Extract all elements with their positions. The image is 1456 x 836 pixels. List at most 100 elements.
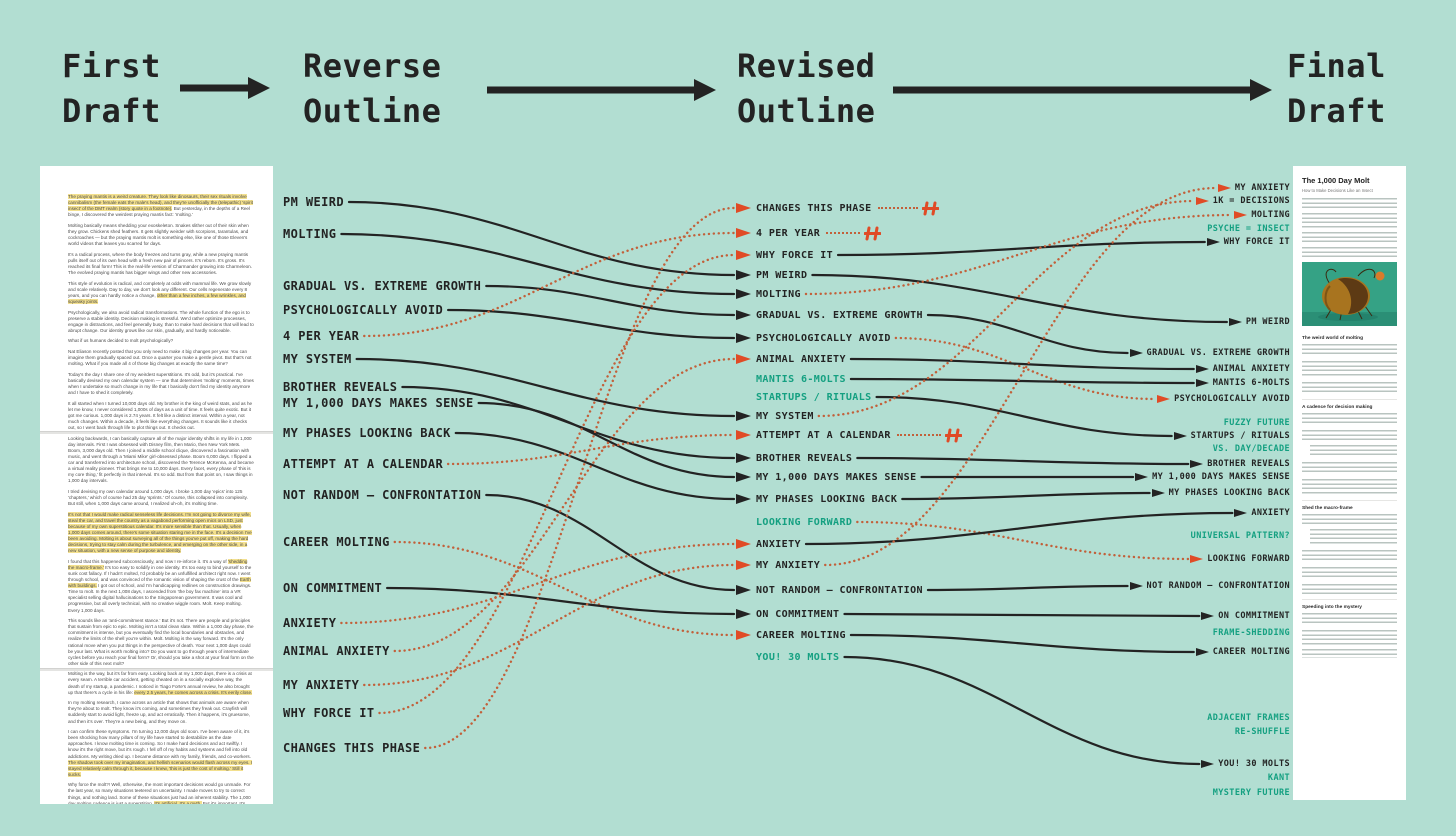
kept-arrowhead-icon xyxy=(736,494,751,504)
outline-item-f-re: RE-SHUFFLE xyxy=(1235,724,1290,740)
connector-path xyxy=(856,456,1190,466)
draft-paragraph: Molting basically means shedding your ex… xyxy=(68,223,254,247)
outline-item-r-pm: PM WEIRD xyxy=(283,194,344,210)
kept-arrowhead-icon xyxy=(736,472,751,482)
outline-item-f-molt: MOLTING xyxy=(1234,207,1290,223)
outline-item-label: ON COMMITMENT xyxy=(283,581,383,595)
outline-item-f-why: WHY FORCE IT xyxy=(1206,234,1290,250)
connector-path xyxy=(926,313,1129,355)
draft-paragraph: This sounds like an 'anti-commitment sta… xyxy=(68,618,254,667)
outline-item-label: GRADUAL VS. EXTREME GROWTH xyxy=(756,309,923,321)
connector-path xyxy=(901,491,1151,501)
moved-arrowhead-icon xyxy=(736,250,751,260)
outline-item-label: BROTHER REVEALS xyxy=(1207,459,1290,469)
paragraph-text: Today's the day I share one of my weirde… xyxy=(68,371,254,396)
outline-item-label: PM WEIRD xyxy=(283,195,344,209)
page-break-divider xyxy=(40,431,273,434)
kept-arrowhead-icon xyxy=(1190,460,1204,468)
outline-item-r-sys: MY SYSTEM xyxy=(283,351,352,367)
outline-item-label: ADJACENT FRAMES xyxy=(1207,713,1290,723)
outline-item-label: MY SYSTEM xyxy=(756,410,814,422)
kept-arrowhead-icon xyxy=(736,333,751,343)
highlighted-text: It's not that I would make radical sense… xyxy=(68,511,252,554)
cut-mark-icon xyxy=(921,201,939,215)
outline-item-label: BROTHER REVEALS xyxy=(756,452,853,464)
moved-arrowhead-icon xyxy=(736,630,751,640)
paragraph-text: Looking backwards, I can basically captu… xyxy=(68,435,254,484)
outline-item-f-nr: NOT RANDOM — CONFRONTATION xyxy=(1129,578,1290,594)
text-line-placeholder xyxy=(1302,479,1397,496)
outline-item-f-psyche: PSYCHE = INSECT xyxy=(1207,221,1290,237)
outline-item-f-vs: VS. DAY/DECADE xyxy=(1213,441,1290,457)
connector-path xyxy=(447,308,736,340)
moved-arrowhead-icon xyxy=(736,354,751,364)
paragraph-text: I found that this happened subconsciousl… xyxy=(68,558,228,564)
outline-item-label: PSYCHOLOGICALLY AVOID xyxy=(1174,394,1290,404)
kept-arrowhead-icon xyxy=(1234,509,1248,517)
outline-item-label: 4 PER YEAR xyxy=(756,227,821,239)
text-line-placeholder xyxy=(1302,649,1397,658)
outline-item-label: MY PHASES LOOKING BACK xyxy=(756,493,898,505)
kept-arrowhead-icon xyxy=(736,411,751,421)
outline-item-f-1k: MY 1,000 DAYS MAKES SENSE xyxy=(1135,469,1290,485)
outline-item-label: MY ANXIETY xyxy=(283,678,360,692)
moved-arrowhead-icon xyxy=(1234,211,1248,219)
connector-path xyxy=(817,199,1195,418)
moved-arrowhead-icon xyxy=(1157,395,1171,403)
article-section-heading: Shed the macro-frame xyxy=(1302,506,1353,511)
outline-item-v-str: STARTUPS / RITUALS xyxy=(736,389,872,405)
moved-arrowhead-icon xyxy=(736,430,751,440)
connector-path xyxy=(393,357,736,653)
outline-item-r-why: WHY FORCE IT xyxy=(283,705,375,721)
paragraph-text: But it's important. It's why startups wo… xyxy=(202,800,246,804)
kept-arrowhead-icon xyxy=(1228,318,1242,326)
outline-item-r-grad: GRADUAL VS. EXTREME GROWTH xyxy=(283,278,481,294)
moved-arrowhead-icon xyxy=(1190,555,1204,563)
outline-item-label: PSYCHOLOGICALLY AVOID xyxy=(756,332,891,344)
article-section-heading: A cadence for decision making xyxy=(1302,405,1373,410)
draft-paragraph: Today's the day I share one of my weirde… xyxy=(68,372,254,396)
outline-item-v-psy: PSYCHOLOGICALLY AVOID xyxy=(736,330,891,346)
outline-item-f-pm: PM WEIRD xyxy=(1228,314,1290,330)
outline-item-v-pha: MY PHASES LOOKING BACK xyxy=(736,491,897,507)
connector-path xyxy=(485,493,736,592)
outline-item-label: 1K = DECISIONS xyxy=(1212,196,1290,206)
outline-item-r-4py: 4 PER YEAR xyxy=(283,328,359,344)
mantis-walnut-illustration xyxy=(1302,262,1397,331)
dotted-trail xyxy=(877,207,918,209)
outline-item-r-car: CAREER MOLTING xyxy=(283,534,390,550)
text-line-placeholder xyxy=(1302,613,1397,626)
outline-item-f-pha: MY PHASES LOOKING BACK xyxy=(1151,485,1290,501)
outline-item-label: 4 PER YEAR xyxy=(283,329,360,343)
connector-path xyxy=(363,231,736,338)
outline-item-r-chg: CHANGES THIS PHASE xyxy=(283,740,420,756)
dotted-trail xyxy=(896,434,941,436)
text-line-placeholder xyxy=(1302,567,1397,580)
title-line: Final xyxy=(1287,47,1386,85)
connector-path xyxy=(454,431,736,501)
draft-paragraph: Nat Eliason recently posted that you onl… xyxy=(68,349,254,367)
outline-item-label: PSYCHE = INSECT xyxy=(1207,224,1290,234)
outline-item-label: GRADUAL VS. EXTREME GROWTH xyxy=(283,279,482,293)
outline-item-label: WHY FORCE IT xyxy=(756,249,834,261)
outline-item-v-pm: PM WEIRD xyxy=(736,267,807,283)
title-line: Outline xyxy=(303,92,442,130)
draft-paragraph: This style of evolution is radical, and … xyxy=(68,281,254,305)
draft-paragraph: I tried devising my own calendar around … xyxy=(68,489,254,507)
outline-item-label: NOT RANDOM — CONFRONTATION xyxy=(283,488,482,502)
paragraph-text: Molting is the way, but it's far from ea… xyxy=(68,671,252,695)
text-line-placeholder xyxy=(1302,550,1397,563)
connector-path xyxy=(849,357,1195,371)
cut-mark-icon xyxy=(864,226,882,240)
outline-item-v-4py: 4 PER YEAR xyxy=(736,225,882,241)
outline-item-label: ANXIETY xyxy=(756,538,801,550)
moved-arrowhead-icon xyxy=(736,539,751,549)
outline-item-label: MY PHASES LOOKING BACK xyxy=(283,426,451,440)
outline-item-label: BROTHER REVEALS xyxy=(283,380,398,394)
paragraph-text: I can confirm these symptoms. I'm turnin… xyxy=(68,729,251,759)
connector-path xyxy=(477,401,736,479)
outline-item-f-car: CAREER MOLTING xyxy=(1195,644,1290,660)
outline-item-v-com: ON COMMITMENT xyxy=(736,606,839,622)
text-line-placeholder xyxy=(1302,247,1397,258)
connector-path xyxy=(340,232,736,296)
